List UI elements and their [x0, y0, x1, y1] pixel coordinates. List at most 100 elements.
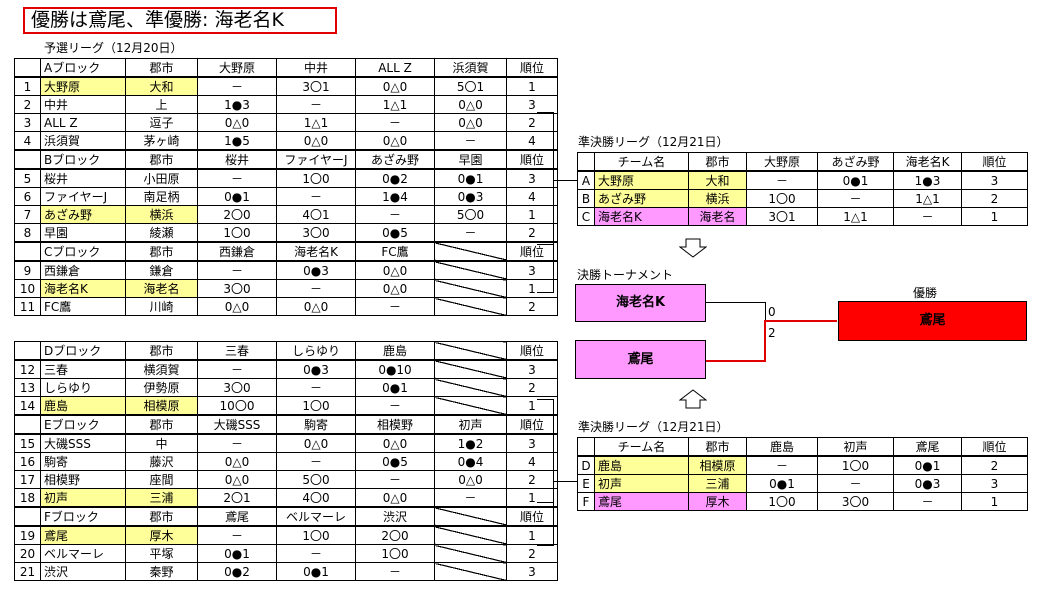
block_e-cell: － — [276, 452, 356, 471]
block_d-cell: 14 — [14, 396, 41, 416]
block_f-cell — [434, 544, 507, 563]
block_b-header-cell: ファイヤーJ — [276, 149, 356, 170]
block_a-cell: 浜須賀 — [40, 131, 126, 151]
block_e-header-cell — [14, 414, 41, 435]
block_a-cell: 1●3 — [197, 95, 277, 114]
block_c-cell: 0△0 — [355, 260, 435, 280]
block_d-cell: － — [355, 396, 435, 416]
semi2-cell: E — [577, 474, 595, 493]
semi2-cell: 0●3 — [893, 474, 962, 493]
down-arrow-icon — [679, 238, 707, 258]
block_b-cell: 1〇0 — [197, 223, 277, 243]
semi1-header-cell: 順位 — [961, 152, 1028, 172]
semi1-cell: 海老名 — [688, 207, 747, 226]
block_e-cell: 駒寄 — [40, 452, 126, 471]
final-line-champion — [764, 320, 837, 322]
block_a-cell: － — [197, 76, 277, 96]
block_f-cell: 秦野 — [125, 562, 198, 581]
block_e-header-cell: 相模野 — [355, 414, 435, 435]
block_b-cell: 0●3 — [434, 187, 507, 206]
block_b-cell: 2〇0 — [197, 205, 277, 224]
final-vline-top — [765, 302, 766, 321]
block_d-cell: 13 — [14, 378, 41, 397]
block_f-cell: 1 — [506, 525, 558, 545]
block_b-cell: － — [355, 205, 435, 224]
block_b-cell: 横浜 — [125, 205, 198, 224]
block_e-cell: 4 — [506, 452, 558, 471]
block_e-cell: 初声 — [40, 488, 126, 508]
block_e-cell: 1●2 — [434, 433, 507, 453]
block_c-cell: 0△0 — [355, 279, 435, 298]
up-arrow-icon — [679, 389, 707, 409]
block_b-header-cell: 順位 — [506, 149, 558, 170]
semi2-label: 準決勝リーグ（12月21日） — [578, 420, 729, 434]
block_d-header-cell — [14, 341, 41, 361]
block_d-cell: 10〇0 — [197, 396, 277, 416]
semi1-cell: 1 — [961, 207, 1028, 226]
block_d-cell: 横須賀 — [125, 359, 198, 379]
block_a-header-cell: Aブロック — [40, 58, 126, 78]
block_a-cell: 1 — [506, 76, 558, 96]
block_c-header-cell — [14, 241, 41, 262]
block_f-header-cell: Fブロック — [40, 506, 126, 527]
block_d-cell: － — [197, 359, 277, 379]
block_a-cell: 中井 — [40, 95, 126, 114]
semi2-cell: 3 — [961, 474, 1028, 493]
connector-b — [537, 244, 554, 245]
block_b-cell: 2 — [506, 223, 558, 243]
block_a-cell: 0△0 — [276, 131, 356, 151]
block_d-header-cell: 郡市 — [125, 341, 198, 361]
semi2-cell: 2 — [961, 455, 1028, 475]
block_b-cell: － — [276, 187, 356, 206]
block_b-header-cell: 桜井 — [197, 149, 277, 170]
block_c-cell: 11 — [14, 297, 41, 316]
block_e-cell: 大磯SSS — [40, 433, 126, 453]
block_a-cell: 3〇1 — [276, 76, 356, 96]
block_f-cell: 渋沢 — [40, 562, 126, 581]
semi2-cell: 1 — [961, 492, 1028, 511]
block_e-cell: 0△0 — [434, 470, 507, 489]
block_f-cell: － — [355, 562, 435, 581]
block_a-cell: 0△0 — [355, 76, 435, 96]
block_d-cell: しらゆり — [40, 378, 126, 397]
connector-a — [537, 112, 554, 113]
semi2-cell: 厚木 — [688, 492, 747, 511]
final-team-top: 海老名K — [575, 284, 706, 322]
block_c-cell: － — [276, 279, 356, 298]
semi1-cell: 1●3 — [893, 170, 962, 190]
block_c-header-cell: FC鷹 — [355, 241, 435, 262]
semi2-header-cell: 鹿島 — [746, 437, 818, 457]
block_f-cell — [434, 562, 507, 581]
semi1-label: 準決勝リーグ（12月21日） — [578, 135, 729, 149]
semi1-cell: 0●1 — [817, 170, 894, 190]
semi1-header-cell — [577, 152, 595, 172]
block_e-cell: 2 — [506, 470, 558, 489]
connector-ab-vertical — [553, 112, 554, 245]
final-vline-bottom — [764, 320, 766, 362]
block_d-cell: － — [276, 378, 356, 397]
block_f-header-cell: 郡市 — [125, 506, 198, 527]
block_a-cell: 逗子 — [125, 113, 198, 132]
block_f-header-cell: 鳶尾 — [197, 506, 277, 527]
block_f-cell: 21 — [14, 562, 41, 581]
block_e-cell: 三浦 — [125, 488, 198, 508]
block_d-cell — [434, 396, 507, 416]
block_e-cell: 座間 — [125, 470, 198, 489]
block_d-cell: 3〇0 — [197, 378, 277, 397]
block_f-cell — [434, 525, 507, 545]
block_a-cell: 3 — [14, 113, 41, 132]
block_a-header-cell: 順位 — [506, 58, 558, 78]
block_c-cell: 海老名K — [40, 279, 126, 298]
block_e-cell: 5〇0 — [276, 470, 356, 489]
block_d-cell: 0●3 — [276, 359, 356, 379]
block_d-cell: 0●10 — [355, 359, 435, 379]
